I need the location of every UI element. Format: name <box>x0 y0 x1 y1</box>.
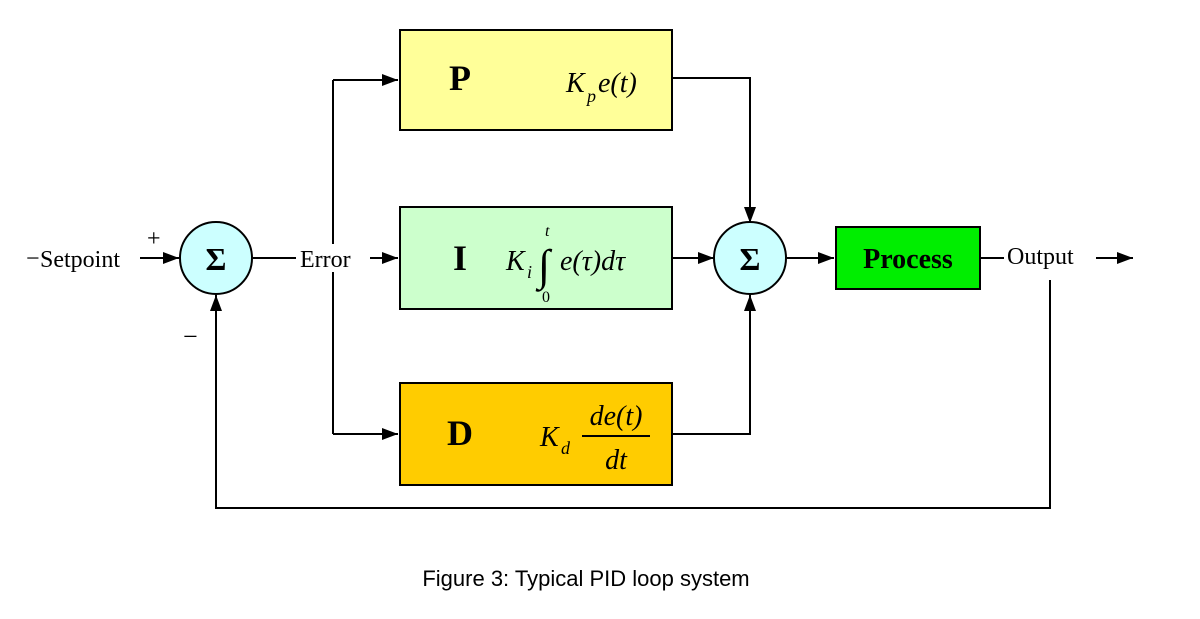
p-gain-symbol: K <box>565 68 586 99</box>
setpoint-label: Setpoint <box>40 247 120 273</box>
sigma-symbol-2: Σ <box>740 241 761 277</box>
figure-caption: Figure 3: Typical PID loop system <box>422 566 750 591</box>
setpoint-minus-sign: − <box>26 246 40 272</box>
p-to-sum-arrow <box>672 77 756 223</box>
integral-lower-limit: 0 <box>542 289 550 306</box>
i-block-letter: I <box>453 238 467 278</box>
process-block: Process <box>835 226 981 290</box>
p-gain-subscript: p <box>585 86 596 106</box>
i-gain-subscript: i <box>527 262 532 282</box>
output-label: Output <box>1007 244 1074 270</box>
error-label: Error <box>300 247 351 273</box>
integral-sign: ∫ <box>535 241 553 292</box>
p-block: P K p e(t) <box>399 29 673 131</box>
summing-junction-2: Σ <box>713 221 787 295</box>
d-block-box <box>399 382 673 486</box>
minus-sign: − <box>183 322 198 351</box>
connectors <box>140 74 1133 509</box>
pid-block-diagram: − Setpoint + − Error Output Σ Σ P K p e(… <box>26 29 1133 509</box>
p-block-letter: P <box>449 58 471 98</box>
i-gain-symbol: K <box>505 246 526 277</box>
i-block-box <box>399 206 673 310</box>
d-gain-symbol: K <box>539 422 560 453</box>
d-to-sum-arrow <box>672 295 756 435</box>
p-block-box <box>399 29 673 131</box>
d-block: D K d de(t) dt <box>399 382 673 486</box>
summing-junction-2-circle <box>713 221 787 295</box>
process-label: Process <box>863 244 953 275</box>
plus-sign: + <box>147 226 161 252</box>
integral-upper-limit: t <box>545 223 550 240</box>
sigma-symbol-1: Σ <box>206 241 227 277</box>
feedback-arrow <box>210 280 1051 509</box>
d-denominator: dt <box>605 445 628 476</box>
d-gain-subscript: d <box>561 438 571 458</box>
summing-junction-1-circle <box>179 221 253 295</box>
p-formula: e(t) <box>598 68 637 99</box>
summing-junction-1: Σ <box>179 221 253 295</box>
process-block-box <box>835 226 981 290</box>
d-block-letter: D <box>447 413 473 453</box>
i-formula: e(τ)dτ <box>560 246 626 277</box>
d-numerator: de(t) <box>590 401 643 432</box>
i-block: I K i ∫ t 0 e(τ)dτ <box>399 206 673 310</box>
